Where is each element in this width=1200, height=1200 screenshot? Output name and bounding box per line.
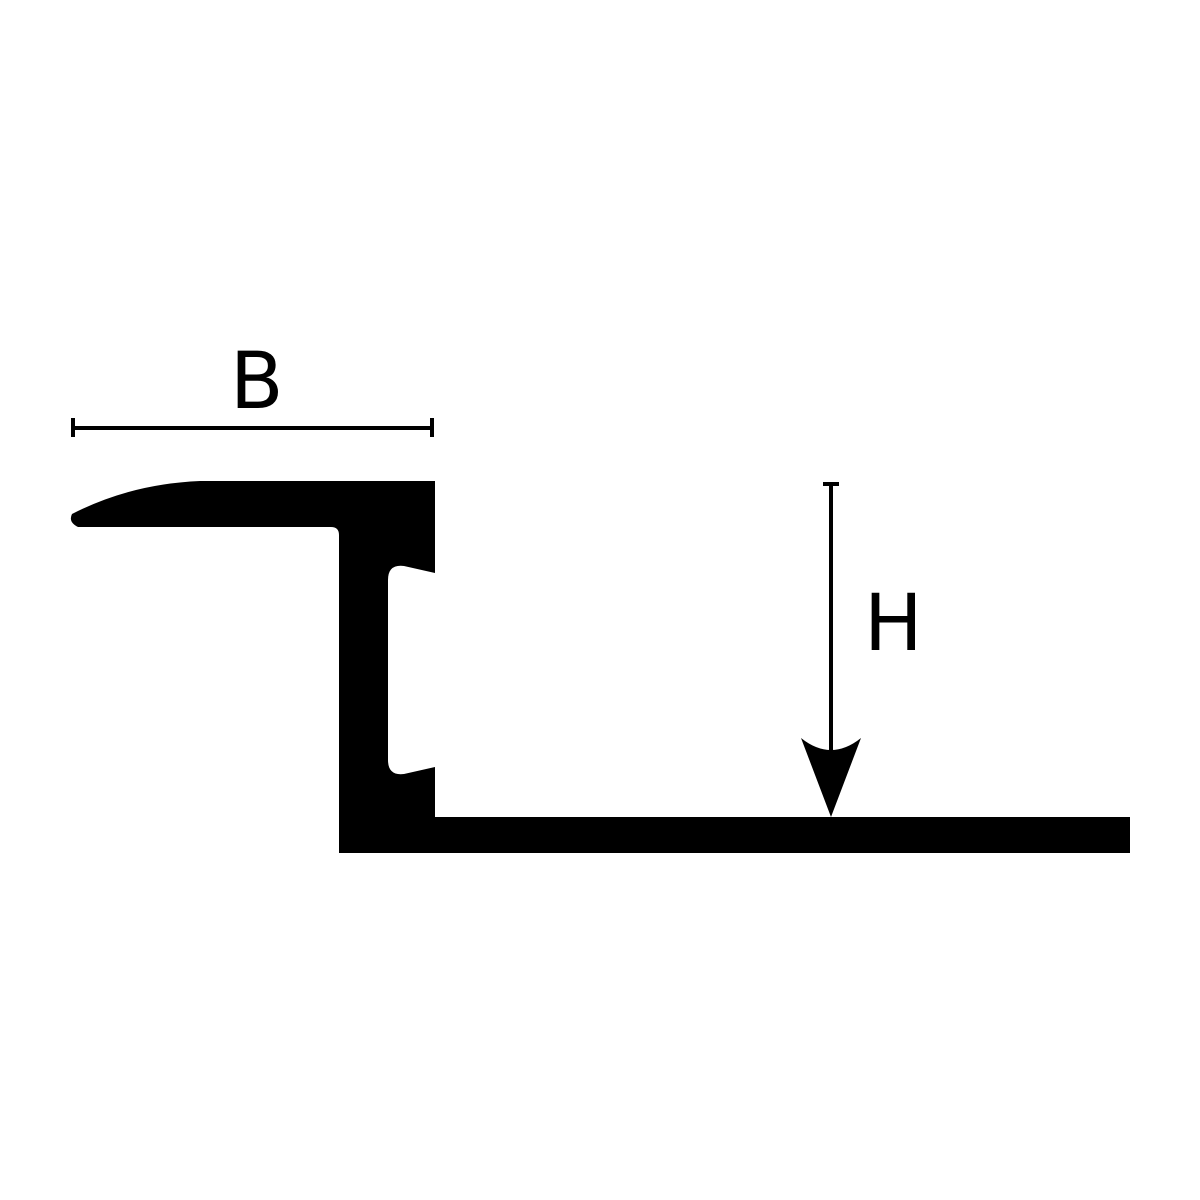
arrow-down-icon	[801, 738, 861, 817]
dimension-label-h: H	[864, 579, 923, 669]
dimension-label-b: B	[230, 337, 284, 427]
dimension-b	[71, 418, 434, 437]
dimension-h	[801, 482, 861, 817]
profile-shape	[70, 481, 1130, 853]
